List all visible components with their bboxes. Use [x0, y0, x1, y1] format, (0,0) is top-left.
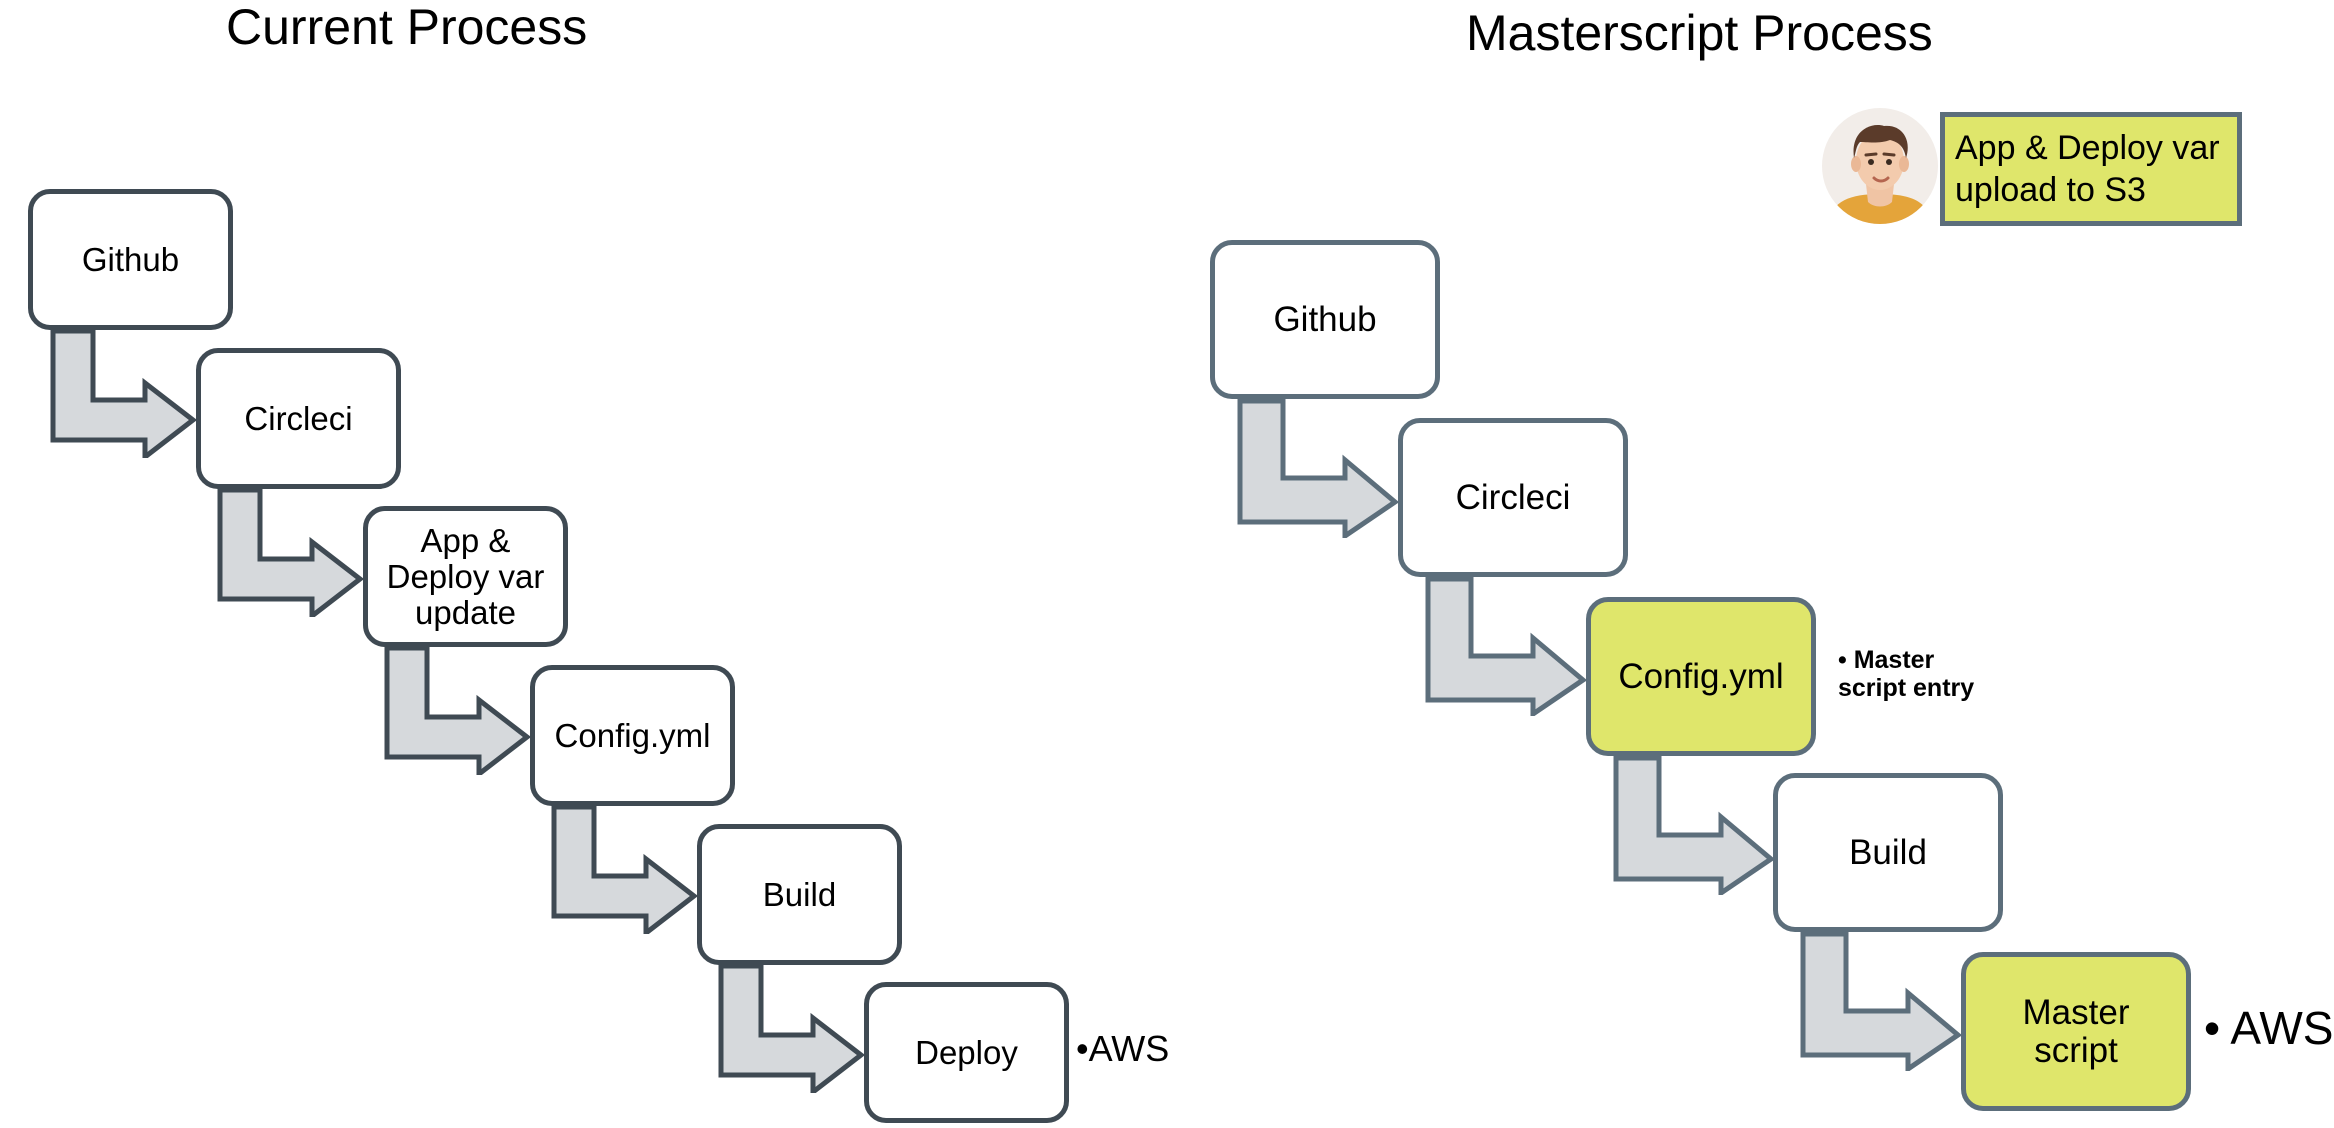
left-step-circleci: Circleci	[196, 348, 401, 489]
bent-arrow-icon	[1800, 931, 1963, 1071]
right-step-master-script: Master script	[1961, 952, 2191, 1111]
right-title: Masterscript Process	[1466, 5, 1933, 61]
right-aws-note: • AWS	[2204, 1002, 2334, 1054]
right-step-github: Github	[1210, 240, 1440, 399]
right-step-circleci: Circleci	[1398, 418, 1628, 577]
bent-arrow-icon	[718, 963, 866, 1093]
bent-arrow-icon	[1613, 755, 1776, 895]
upload-to-s3-callout: App & Deploy var upload to S3	[1940, 112, 2242, 226]
left-step-build: Build	[697, 824, 902, 965]
bent-arrow-icon	[217, 487, 365, 617]
right-step-build: Build	[1773, 773, 2003, 932]
master-script-entry-note: • Master script entry	[1838, 646, 1975, 702]
bent-arrow-icon	[50, 328, 198, 458]
left-title: Current Process	[226, 0, 588, 55]
left-step-deploy: Deploy	[864, 982, 1069, 1123]
right-step-config-yml: Config.yml	[1586, 597, 1816, 756]
bent-arrow-icon	[1237, 398, 1400, 538]
left-step-config-yml: Config.yml	[530, 665, 735, 806]
left-step-github: Github	[28, 189, 233, 330]
person-avatar-icon	[1822, 108, 1938, 224]
bent-arrow-icon	[551, 804, 699, 934]
bent-arrow-icon	[384, 645, 532, 775]
left-step-app-deploy-var-update: App & Deploy var update	[363, 506, 568, 647]
bent-arrow-icon	[1425, 576, 1588, 716]
left-aws-note: •AWS	[1076, 1028, 1170, 1069]
